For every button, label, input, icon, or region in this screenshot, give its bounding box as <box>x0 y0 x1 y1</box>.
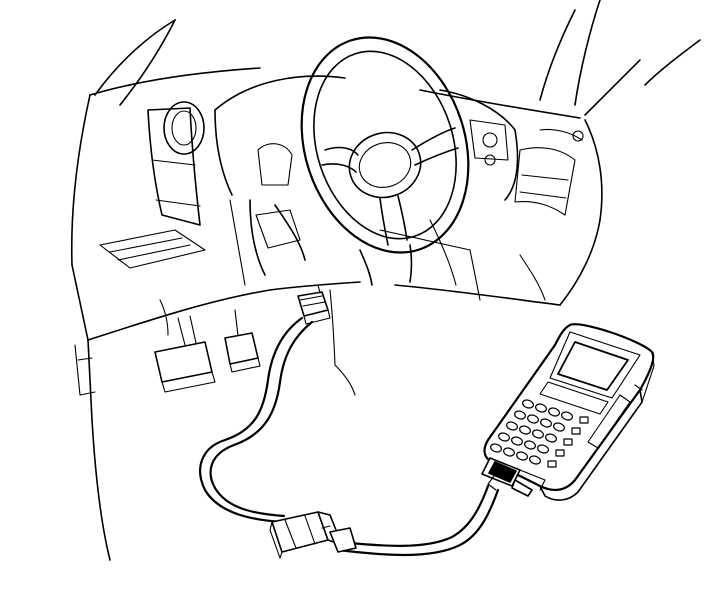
keypad-key <box>514 410 526 420</box>
keypad-key <box>535 403 547 413</box>
keypad-key <box>545 433 557 443</box>
keypad-key <box>529 455 541 465</box>
keypad-key <box>553 422 565 432</box>
dlc-connector-icon <box>297 284 331 325</box>
keypad-key <box>498 432 510 442</box>
keypad-key <box>511 436 523 446</box>
scan-tool-cable <box>199 316 500 557</box>
keypad-key <box>537 444 549 454</box>
function-key <box>571 427 581 435</box>
windshield-frame <box>94 0 701 116</box>
keypad-key <box>527 414 539 424</box>
keypad-key <box>561 411 573 421</box>
keypad-key <box>519 425 531 435</box>
keypad-key <box>548 407 560 417</box>
keypad-key <box>503 447 515 457</box>
keypad-key <box>516 451 528 461</box>
pedals <box>154 309 261 393</box>
keypad <box>490 399 589 468</box>
steering-wheel-icon <box>300 36 470 286</box>
lower-dash <box>74 289 356 561</box>
keypad-key <box>540 418 552 428</box>
function-key <box>579 416 589 424</box>
function-key <box>555 449 565 457</box>
keypad-key <box>506 421 518 431</box>
keypad-key <box>522 399 534 409</box>
keypad-key <box>490 443 502 453</box>
keypad-key <box>532 429 544 439</box>
scan-tool-icon <box>481 323 655 501</box>
dashboard <box>70 67 603 341</box>
keypad-key <box>524 440 536 450</box>
function-key <box>563 438 573 446</box>
function-key <box>547 460 557 468</box>
cable-connector-icon <box>269 511 357 559</box>
